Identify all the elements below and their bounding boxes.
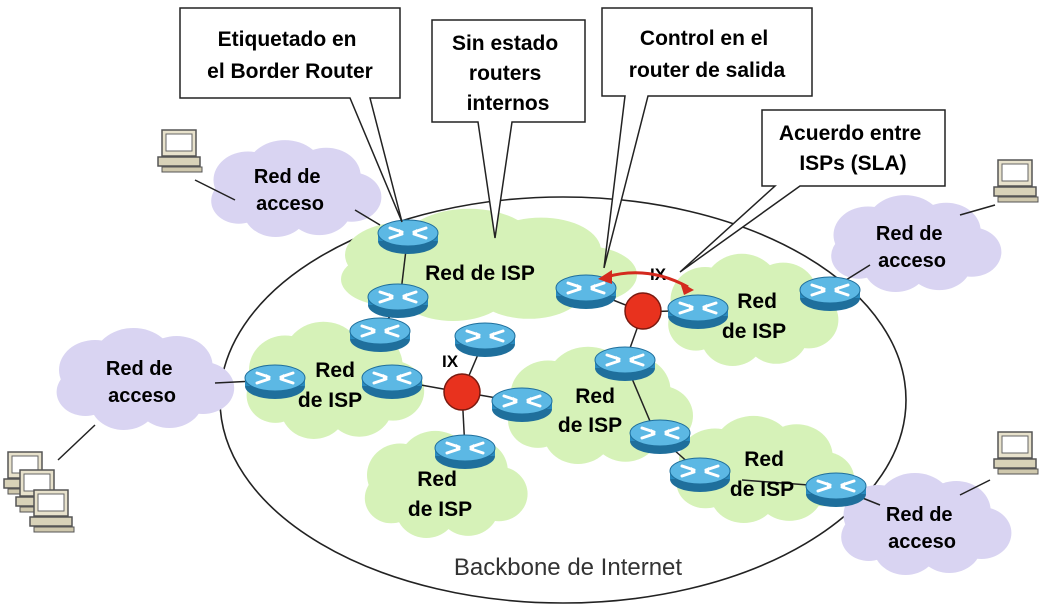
callout-line: Sin estado <box>452 32 558 55</box>
router-icon <box>243 363 307 401</box>
access-label: Red de acceso <box>106 358 178 407</box>
isp-label: Red de ISP <box>730 448 794 501</box>
computer-icon <box>993 159 1039 203</box>
isp-label: Red de ISP <box>425 262 535 285</box>
router-icon <box>666 293 730 331</box>
router-icon <box>376 218 440 256</box>
computer-icon <box>157 129 203 173</box>
callout-line: Acuerdo entre <box>779 122 921 145</box>
router-icon <box>348 316 412 354</box>
router-icon <box>668 456 732 494</box>
callout-line: internos <box>467 92 550 115</box>
router-icon <box>453 321 517 359</box>
router-icon <box>798 275 862 313</box>
svg-text:Acuerdo entre ISPs (SLA): Acuerdo entre ISPs (SLA) <box>779 122 927 175</box>
router-icon <box>628 418 692 456</box>
callout-line: el Border Router <box>207 60 373 83</box>
computer-icon <box>29 489 75 533</box>
ix-node-icon <box>624 292 662 330</box>
sla-arrow <box>598 270 694 295</box>
router-icon <box>490 386 554 424</box>
router-icon <box>433 433 497 471</box>
callout-line: Control en el <box>640 27 768 50</box>
callout-line: Etiquetado en <box>218 28 357 51</box>
ix-node-icon <box>443 373 481 411</box>
router-icon <box>593 345 657 383</box>
svg-text:Control en el router de: Control en el router de salida <box>629 27 786 82</box>
callout-line: router de salida <box>629 59 786 82</box>
access-label: Red de acceso <box>876 223 948 272</box>
ix-label: IX <box>442 352 459 371</box>
callout-line: routers <box>469 62 541 85</box>
callout-border-router: Etiquetado en el Border Router <box>179 7 403 223</box>
svg-text:Etiquetado en el Border: Etiquetado en el Border Router <box>207 28 373 83</box>
computer-icon <box>993 431 1039 475</box>
access-cloud-top-left <box>211 140 382 237</box>
callout-egress: Control en el router de salida <box>601 7 813 269</box>
isp-label: Red de ISP <box>722 290 786 343</box>
access-label: Red de acceso <box>254 166 326 215</box>
isp-label: Red de ISP <box>558 385 622 437</box>
router-icon <box>366 282 430 320</box>
access-label: Red de acceso <box>886 504 958 553</box>
callout-sla: Acuerdo entre ISPs (SLA) <box>679 109 946 273</box>
router-icon <box>804 471 868 509</box>
callout-stateless: Sin estado routers internos <box>431 19 586 239</box>
svg-text:Sin estado routers: Sin estado routers internos <box>452 32 564 115</box>
backbone-label: Backbone de Internet <box>454 554 682 581</box>
callout-line: ISPs (SLA) <box>799 152 906 175</box>
isp-label: Red de ISP <box>408 468 472 521</box>
isp-label: Red de ISP <box>298 359 362 412</box>
router-icon <box>360 363 424 401</box>
